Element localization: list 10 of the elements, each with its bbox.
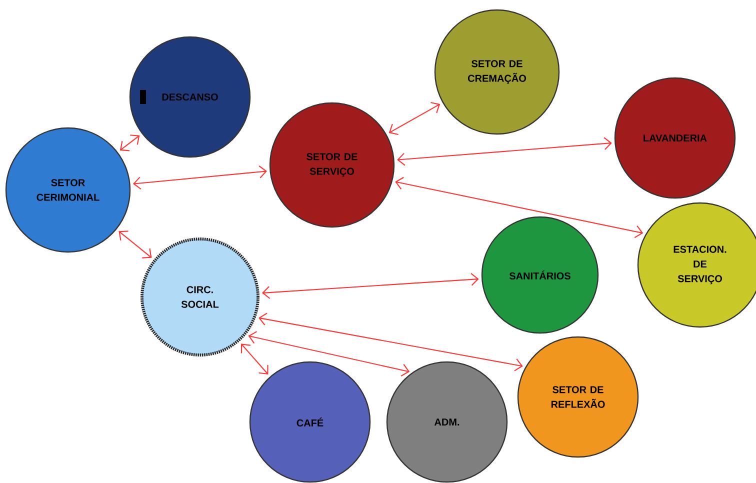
arrow <box>397 137 612 166</box>
arrow <box>118 230 152 258</box>
arrow <box>258 312 523 372</box>
arrow <box>388 102 440 136</box>
arrow <box>240 344 268 375</box>
arrow <box>120 134 140 152</box>
arrow <box>395 176 644 238</box>
arrow <box>132 165 268 190</box>
arrow <box>248 331 410 376</box>
arrow <box>262 273 479 299</box>
